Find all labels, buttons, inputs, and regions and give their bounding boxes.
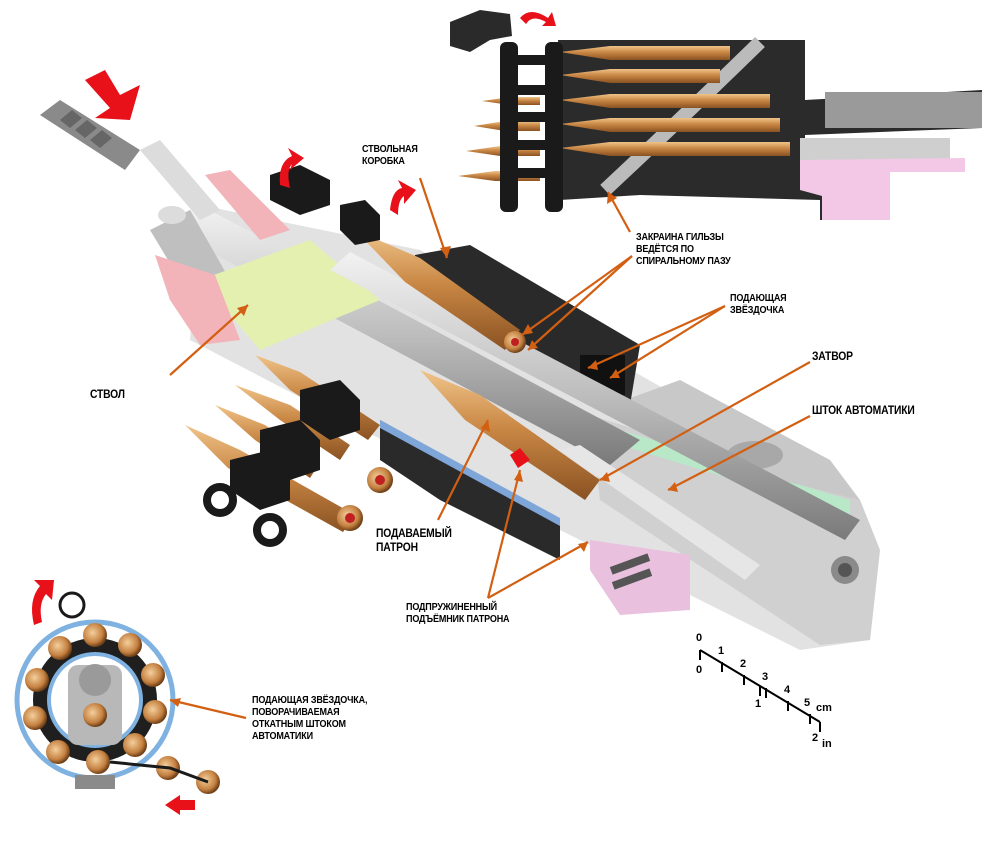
label-rim-groove-line-1: ЗАКРАИНА ГИЛЬЗЫ — [636, 231, 724, 243]
scale-cm-tick-4: 4 — [784, 684, 791, 696]
label-sprocket-detail-line-4: АВТОМАТИКИ — [252, 730, 313, 742]
inset-link-piece — [450, 10, 512, 52]
label-barrel: СТВОЛ — [90, 387, 125, 401]
label-receiver: СТВОЛЬНАЯ КОРОБКА — [362, 143, 418, 167]
scale-cm-tick-0: 0 — [696, 632, 703, 644]
spring-housing — [155, 170, 290, 345]
label-lifter-line-1: ПОДПРУЖИНЕННЫЙ — [406, 601, 498, 613]
leader-lines — [169, 177, 811, 720]
red-arrow-link-2 — [390, 180, 416, 215]
gas-rod — [330, 252, 860, 580]
label-sprocket-detail-line-3: ОТКАТНЫМ ШТОКОМ — [252, 718, 346, 730]
label-sprocket-detail-line-2: ПОВОРАЧИВАЕМАЯ — [252, 706, 340, 718]
label-sprocket-line-2: ЗВЁЗДОЧКА — [730, 304, 785, 316]
scale-bar — [699, 649, 821, 732]
scale-cm-tick-1: 1 — [718, 645, 725, 657]
label-bolt: ЗАТВОР — [812, 349, 853, 363]
red-arrow-sprocket-rotate — [32, 580, 54, 625]
label-receiver-line-2: КОРОБКА — [362, 155, 405, 167]
label-rim-groove-line-2: ВЕДЁТСЯ ПО — [636, 243, 694, 255]
label-fed-round-line-2: ПАТРОН — [376, 540, 418, 554]
scale-in-tick-0: 0 — [696, 664, 703, 676]
label-rim-groove: ЗАКРАИНА ГИЛЬЗЫ ВЕДЁТСЯ ПО СПИРАЛЬНОМУ П… — [636, 231, 731, 267]
scale-in-tick-1: 1 — [755, 698, 762, 710]
inset-belt-links — [500, 42, 563, 212]
sprocket-rounds — [23, 623, 220, 794]
flash-hider — [40, 100, 220, 220]
label-sprocket-line-1: ПОДАЮЩАЯ — [730, 292, 787, 304]
sprocket-detail — [14, 580, 220, 815]
label-sprocket-detail-line-1: ПОДАЮЩАЯ ЗВЁЗДОЧКА, — [252, 694, 368, 706]
label-sprocket-detail: ПОДАЮЩАЯ ЗВЁЗДОЧКА, ПОВОРАЧИВАЕМАЯ ОТКАТ… — [252, 694, 368, 742]
red-arrow-belt-in — [165, 795, 195, 815]
red-arrow-muzzle — [85, 70, 140, 120]
scale-in-tick-2: 2 — [812, 732, 819, 744]
label-bolt-text: ЗАТВОР — [812, 349, 853, 363]
red-arrow-link-1 — [279, 148, 304, 188]
red-arrow-top — [520, 12, 556, 26]
feed-inset — [450, 10, 982, 220]
lower-feed-channel — [380, 420, 560, 560]
label-rim-groove-line-3: СПИРАЛЬНОМУ ПАЗУ — [636, 255, 731, 267]
scale-cm-tick-2: 2 — [740, 658, 747, 670]
label-gas-rod: ШТОК АВТОМАТИКИ — [812, 403, 915, 417]
scale-cm-tick-3: 3 — [762, 671, 769, 683]
scale-cm-unit: cm — [816, 702, 832, 714]
label-fed-round-line-1: ПОДАВАЕМЫЙ — [376, 526, 452, 540]
leader-arrowheads — [170, 192, 678, 707]
scale-cm-tick-5: 5 — [804, 697, 811, 709]
label-barrel-text: СТВОЛ — [90, 387, 125, 401]
label-sprocket: ПОДАЮЩАЯ ЗВЁЗДОЧКА — [730, 292, 787, 316]
label-lifter-line-2: ПОДЪЁМНИК ПАТРОНА — [406, 613, 510, 625]
label-gas-rod-text: ШТОК АВТОМАТИКИ — [812, 403, 915, 417]
label-fed-round: ПОДАВАЕМЫЙ ПАТРОН — [376, 526, 452, 554]
label-receiver-line-1: СТВОЛЬНАЯ — [362, 143, 418, 155]
scale-in-unit: in — [822, 738, 832, 750]
red-arrow-feed — [510, 448, 530, 468]
label-lifter: ПОДПРУЖИНЕННЫЙ ПОДЪЁМНИК ПАТРОНА — [406, 601, 510, 625]
